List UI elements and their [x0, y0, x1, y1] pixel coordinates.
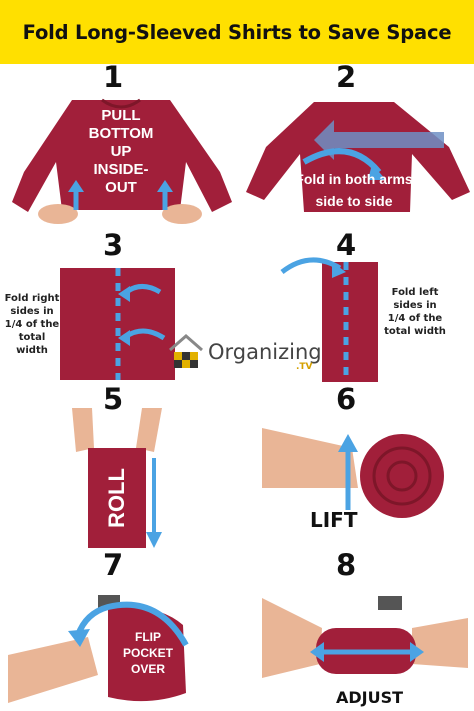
step-7-line-1: FLIP [135, 630, 161, 644]
step-number-4: 4 [336, 228, 357, 262]
step-7-shirt-photo: FLIP POCKET OVER [8, 585, 238, 709]
step-2-line-2: side to side [315, 193, 392, 209]
step-6-label: LIFT [310, 508, 358, 532]
title-banner: Fold Long-Sleeved Shirts to Save Space [0, 0, 474, 64]
step-1-line-4: INSIDE- [93, 161, 148, 178]
step-3-note-line-4: total width [16, 332, 48, 356]
step-1-line-3: UP [111, 143, 132, 160]
page-title: Fold Long-Sleeved Shirts to Save Space [22, 20, 452, 44]
step-number-6: 6 [336, 382, 357, 416]
step-number-1: 1 [103, 60, 124, 94]
step-1-line-5: OUT [105, 179, 137, 196]
step-number-3: 3 [103, 228, 124, 262]
step-7-line-2: POCKET [123, 646, 174, 660]
left-arrow-icon [314, 120, 444, 160]
right-arrow-icon [410, 642, 424, 662]
step-8-shirt-photo [262, 588, 472, 688]
step-3-note-line-2: sides in [10, 306, 54, 317]
step-3-shirt-photo [60, 262, 175, 384]
step-8-label: ADJUST [336, 688, 404, 707]
step-4-note-line-2: sides in [393, 300, 437, 311]
step-2-shirt-photo: Fold in both arms side to side [244, 92, 472, 222]
curved-arrow-icon [368, 164, 386, 180]
step-4-note-line-4: total width [384, 326, 446, 337]
step-7-line-3: OVER [131, 662, 165, 676]
step-4-note-line-1: Fold left [391, 287, 439, 298]
logo-wordmark: Organizing [208, 340, 322, 364]
house-logo-icon [169, 334, 203, 368]
left-arrow-icon [310, 642, 324, 662]
step-5-shirt-photo: ROLL [62, 408, 172, 553]
step-number-5: 5 [103, 382, 124, 416]
step-number-2: 2 [336, 60, 357, 94]
step-4-note-line-3: 1/4 of the [387, 313, 443, 324]
step-1-line-2: BOTTOM [89, 125, 154, 142]
step-number-8: 8 [336, 548, 357, 582]
up-arrow-icon [338, 434, 358, 452]
step-6-shirt-photo [262, 418, 472, 536]
step-3-note-line-1: Fold right [4, 293, 60, 304]
step-1-line-1: PULL [101, 107, 140, 124]
organizing-tv-logo: Organizing .TV [166, 330, 326, 376]
down-arrow-icon [146, 532, 162, 548]
step-2-line-1: Fold in both arms [295, 171, 413, 187]
step-4-shirt-photo [280, 252, 380, 386]
step-3-note-line-3: 1/4 of the [4, 319, 60, 330]
step-5-label: ROLL [104, 468, 129, 528]
curved-arrow-icon [68, 629, 90, 647]
step-number-7: 7 [103, 548, 124, 582]
step-4-note: Fold left sides in 1/4 of the total widt… [382, 286, 448, 338]
logo-suffix: .TV [296, 362, 313, 372]
step-3-note: Fold right sides in 1/4 of the total wid… [2, 292, 62, 357]
step-1-shirt-photo: PULL BOTTOM UP INSIDE- OUT [10, 92, 235, 227]
